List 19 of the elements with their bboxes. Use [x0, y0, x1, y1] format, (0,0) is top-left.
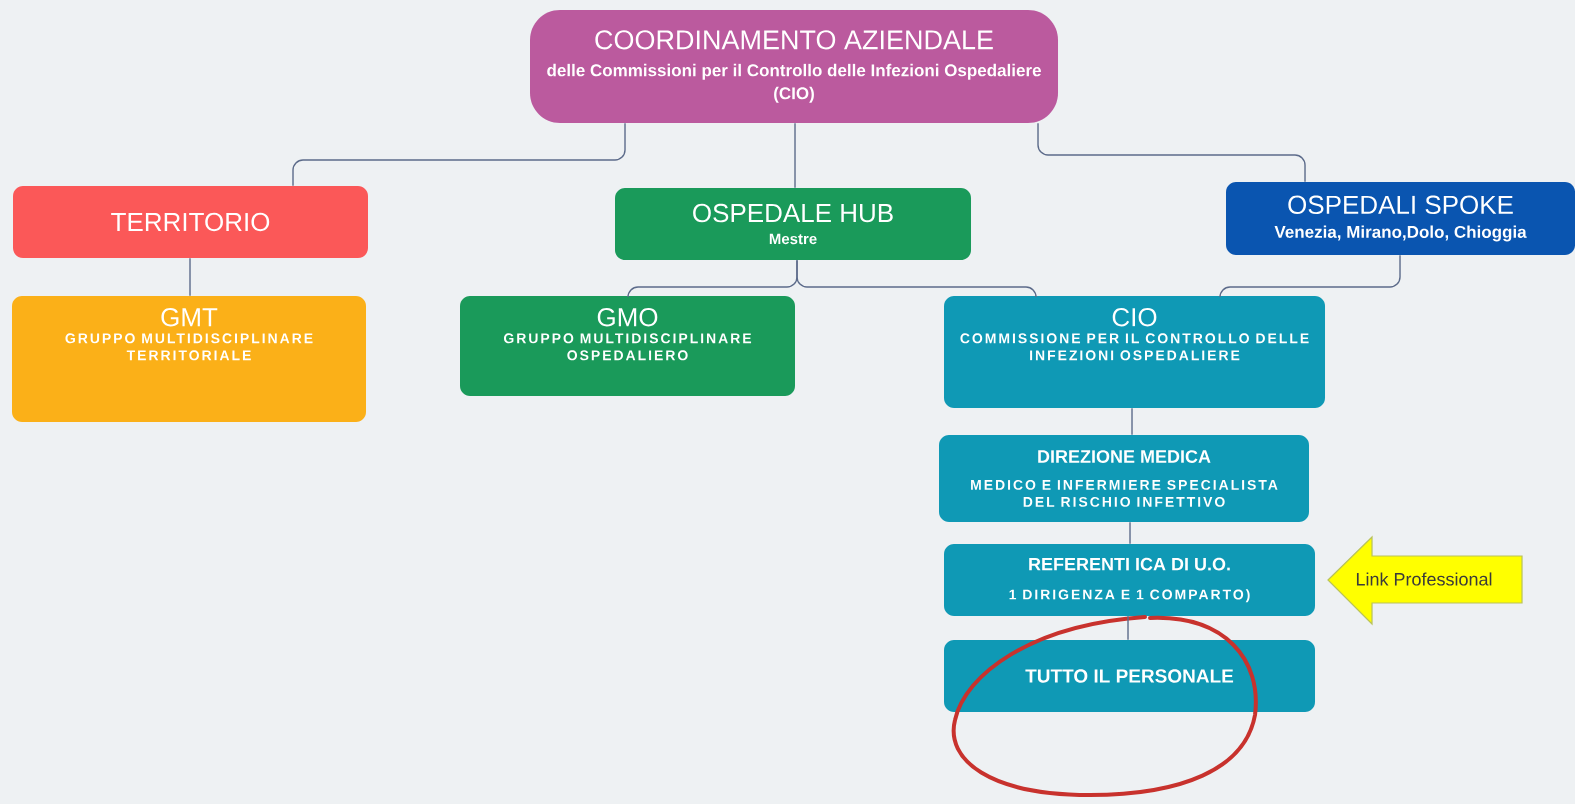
connector-line [1127, 615, 1129, 641]
group-box: GMO GRUPPO MULTIDISCIPLINARE OSPEDALIERO [460, 296, 795, 396]
connector-line [1129, 521, 1131, 545]
connector-line [794, 122, 796, 189]
category-box: OSPEDALI SPOKE Venezia, Mirano,Dolo, Chioggia [1226, 182, 1575, 255]
category-box: OSPEDALE HUB Mestre [615, 188, 971, 260]
role-box: TUTTO IL PERSONALE [944, 640, 1315, 712]
connector-line [1037, 122, 1306, 183]
heading-box: COORDINAMENTO AZIENDALE delle Commissioni per il Controllo delle Infezioni Ospedaliere (CIO) [530, 10, 1058, 123]
role-box: REFERENTI ICA DI U.O. 1 DIRIGENZA E 1 COMPARTO) [944, 544, 1315, 616]
connector-line [292, 122, 626, 187]
connector-line [1131, 407, 1133, 436]
category-box: TERRITORIO [13, 186, 368, 258]
group-box: CIO COMMISSIONE PER IL CONTROLLO DELLE INFEZIONI OSPEDALIERE [944, 296, 1325, 408]
role-box: DIREZIONE MEDICA MEDICO E INFERMIERE SPECIALISTA DEL RISCHIO INFETTIVO [939, 435, 1309, 522]
connector-line [189, 257, 191, 297]
connector-line [796, 259, 1037, 298]
group-box: GMT GRUPPO MULTIDISCIPLINARE TERRITORIALE [12, 296, 366, 422]
connector-line [1219, 254, 1401, 298]
